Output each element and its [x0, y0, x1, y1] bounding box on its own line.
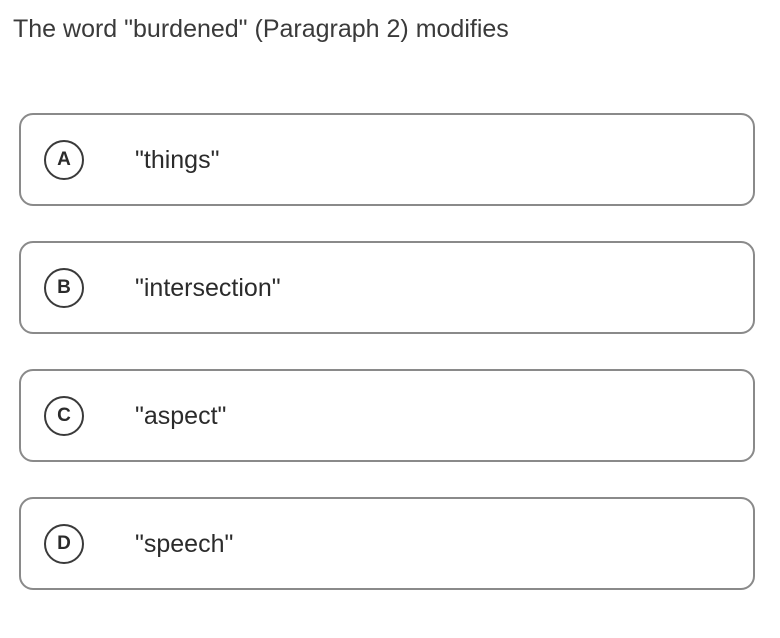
choice-c-letter-badge: C: [44, 396, 84, 436]
question-text: The word "burdened" (Paragraph 2) modifi…: [13, 15, 509, 43]
choice-c[interactable]: C "aspect": [19, 369, 755, 462]
choice-b[interactable]: B "intersection": [19, 241, 755, 334]
choice-d[interactable]: D "speech": [19, 497, 755, 590]
choice-a-letter-badge: A: [44, 140, 84, 180]
answer-choices: A "things" B "intersection" C "aspect" D…: [19, 113, 755, 625]
choice-d-text: "speech": [135, 530, 234, 558]
choice-d-letter-badge: D: [44, 524, 84, 564]
choice-c-text: "aspect": [135, 402, 227, 430]
choice-b-text: "intersection": [135, 274, 281, 302]
choice-b-letter-badge: B: [44, 268, 84, 308]
choice-a[interactable]: A "things": [19, 113, 755, 206]
choice-a-text: "things": [135, 146, 220, 174]
